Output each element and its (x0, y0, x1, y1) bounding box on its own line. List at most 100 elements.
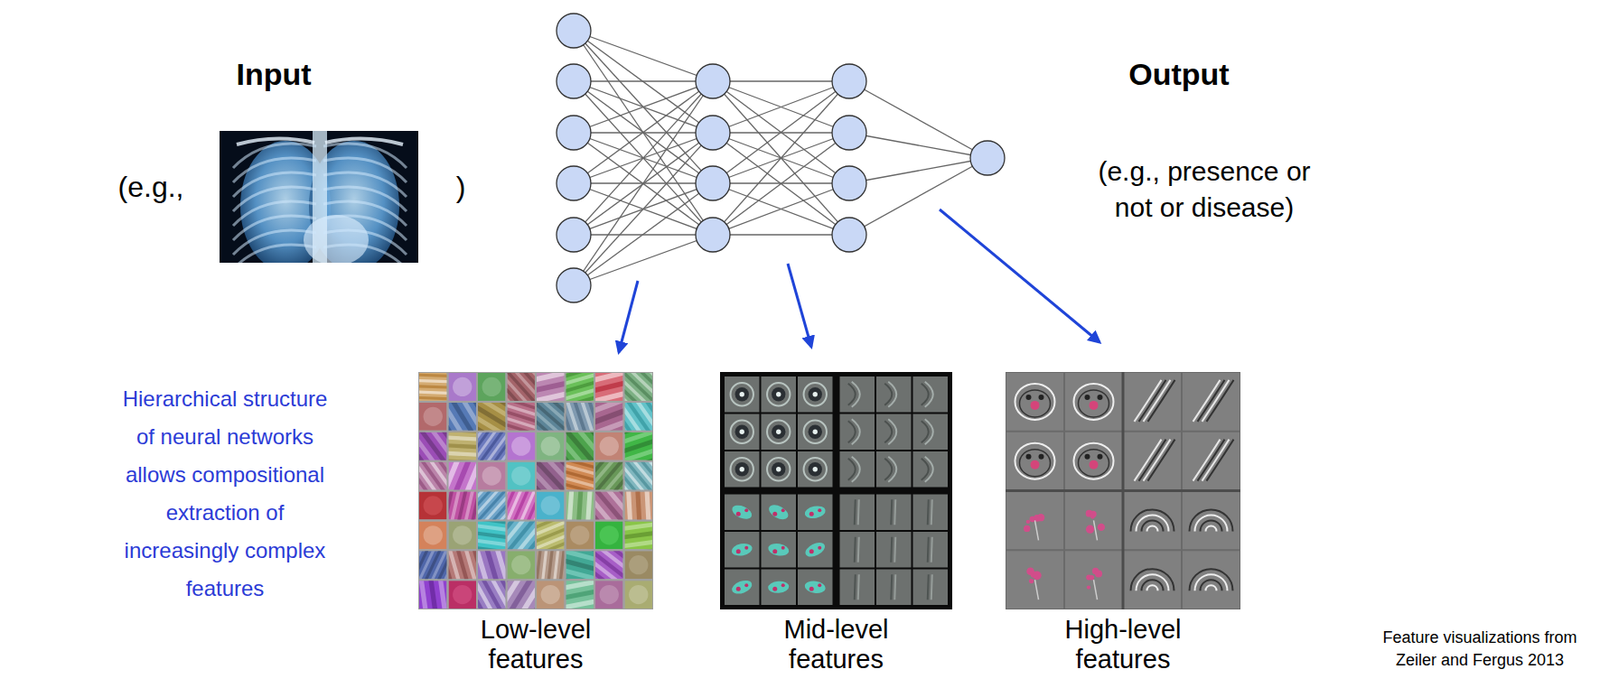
feature-tile (840, 414, 876, 451)
illustration-g (595, 373, 624, 402)
feature-stroke (1143, 439, 1171, 482)
feature-tile (913, 532, 949, 569)
filter-tile (625, 580, 654, 609)
panel-ground (418, 372, 654, 610)
filter-ground (595, 432, 624, 461)
feature-arc (848, 458, 856, 481)
face-eye (1026, 454, 1032, 460)
filter-stripe (595, 559, 623, 580)
filter-stripe (536, 373, 565, 385)
feature-edge (894, 574, 896, 600)
filter-stripe (449, 492, 458, 521)
feature-ring (771, 387, 786, 402)
feature-blob (803, 540, 828, 561)
network-wire (573, 81, 713, 184)
filter-blob (541, 585, 561, 605)
filter-tile (536, 402, 565, 431)
filter-tile (566, 551, 595, 580)
network-neuron (832, 166, 867, 201)
filter-stripe (566, 402, 578, 431)
filter-tile (477, 551, 506, 580)
filter-stripe (449, 492, 451, 521)
illustration-g (507, 373, 536, 402)
network-neuron (556, 268, 591, 303)
illustration-g (566, 432, 595, 461)
face-nose (1089, 460, 1099, 470)
feature-spot (736, 549, 741, 554)
filter-stripe (449, 435, 478, 443)
illustration-g (566, 492, 595, 521)
feature-tile (1123, 373, 1181, 431)
filter-tile (566, 521, 595, 550)
illustration-g (625, 402, 654, 431)
network-wire (849, 158, 988, 235)
filter-stripe (477, 581, 486, 609)
pointer-arrow (787, 263, 812, 347)
feature-ring (804, 421, 827, 444)
filter-tile (536, 373, 565, 402)
illustration-g (449, 462, 478, 491)
feature-tile (840, 376, 876, 413)
illustration-g (536, 373, 565, 402)
feature-panel: Mid-level features (720, 372, 953, 675)
feature-tile (761, 376, 797, 413)
filter-blob (423, 407, 443, 427)
network-neuron (970, 140, 1005, 176)
filter-tile (507, 432, 536, 461)
illustration-g (449, 402, 478, 431)
feature-tile (913, 495, 949, 532)
filter-tile (566, 402, 595, 431)
filter-stripe (625, 462, 654, 491)
filter-tile (595, 402, 624, 431)
filter-tile (536, 551, 565, 580)
filter-blob (570, 525, 590, 545)
feature-tile (724, 495, 760, 532)
feature-spot (736, 587, 741, 592)
filter-stripe (552, 551, 562, 580)
feature-spot (772, 587, 777, 592)
label-slot: Input (183, 56, 365, 94)
filter-blob (452, 377, 472, 397)
filter-stripe (566, 373, 595, 376)
network-wire (712, 183, 850, 235)
filter-stripe (507, 492, 523, 521)
filter-tile (507, 373, 536, 402)
filter-stripe (566, 580, 595, 593)
face-outline (1074, 383, 1114, 421)
network-neuron (695, 64, 730, 99)
feature-tile (1123, 551, 1181, 609)
filter-stripe (625, 521, 654, 533)
feature-arc (848, 421, 856, 443)
feature-ring (767, 458, 790, 481)
filter-tile (595, 580, 624, 609)
filter-ground (507, 551, 536, 580)
feature-edge (858, 537, 860, 563)
feature-tile (913, 414, 949, 451)
feature-edge (894, 537, 896, 563)
filter-tile (449, 432, 478, 461)
example-text: (e.g., presence or not or disease) (1082, 153, 1327, 226)
feature-tile (876, 451, 912, 488)
feature-spot (817, 508, 822, 513)
filter-stripe (419, 395, 448, 401)
feature-edge (931, 574, 933, 600)
filter-stripe (477, 408, 506, 431)
filter-stripe (477, 530, 506, 542)
filter-tile (595, 551, 624, 580)
filter-stripe (536, 473, 551, 490)
filter-stripe (536, 407, 563, 431)
panel-caption: Low-level features (458, 615, 613, 675)
filter-ground (507, 432, 536, 461)
filter-tile (595, 462, 624, 491)
feature-ring (808, 387, 823, 402)
network-neuron (695, 115, 730, 150)
filter-stripe (419, 551, 425, 580)
feature-stroke (1202, 439, 1230, 482)
feature-ring (1131, 569, 1175, 591)
feature-edge (858, 574, 860, 600)
feature-edge (854, 537, 856, 563)
face-outline (1019, 390, 1051, 418)
filter-ground (477, 373, 506, 402)
feature-ring (771, 462, 786, 477)
filter-stripe (566, 449, 571, 460)
